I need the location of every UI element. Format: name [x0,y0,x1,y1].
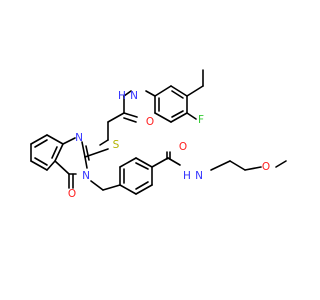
bond [145,90,156,97]
bond [275,160,287,168]
bond [135,184,153,195]
bonds [30,69,287,195]
bond [54,160,70,175]
bond [46,160,56,171]
atom-label-n: N [75,132,83,144]
bond [123,117,137,123]
bond [90,180,104,191]
bond [210,160,231,171]
bond [81,141,86,158]
bond [171,110,184,118]
bond [229,160,246,171]
atom-label-o: O [146,116,154,128]
atom-label-n: N [130,90,138,102]
bond [135,181,149,190]
bond [171,90,184,99]
atom-label-s: S [113,139,120,151]
molecule-structure: N H O S F N N O O N H O [30,69,287,200]
bond [135,157,153,168]
bond [107,112,125,123]
bond [135,162,149,170]
bond [30,160,48,171]
atom-label-h: H [118,90,126,102]
bond [85,145,90,161]
atom-label-n: N [82,170,90,182]
bond [186,112,197,120]
atom-label-h: H [183,170,191,182]
bond [62,137,76,145]
bond [99,139,109,146]
bond [119,184,137,195]
atom-labels: N H O S F N N O O N H O [68,90,270,200]
bond [154,85,172,97]
bond [34,139,48,148]
bond [34,157,48,166]
bond [84,156,88,169]
bond [123,112,138,118]
bond [170,85,188,97]
bond [54,143,64,162]
atom-label-f: F [198,114,204,126]
bond [186,85,204,97]
atom-label-o: O [179,141,187,153]
bond [154,112,172,123]
bond [123,90,132,97]
bond [244,166,262,171]
bond [151,157,169,168]
atom-label-o: O [68,188,76,200]
atom-label-o: O [262,161,270,173]
bond [102,184,121,191]
atom-label-n: N [195,170,203,182]
bond [46,134,64,145]
bond [51,146,58,159]
bond [30,134,48,145]
bond [119,157,137,168]
bond [170,112,188,123]
